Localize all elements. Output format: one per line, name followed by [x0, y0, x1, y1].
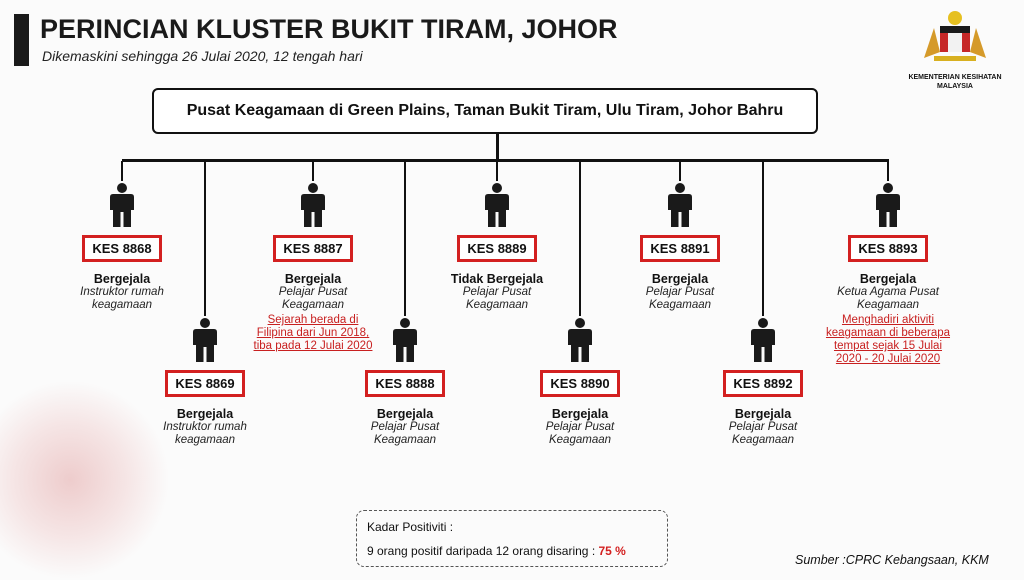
person-icon [110, 183, 134, 227]
connector [404, 161, 406, 316]
case-id: KES 8888 [365, 370, 445, 397]
case-status: Bergejala [651, 272, 709, 286]
person-icon [301, 183, 325, 227]
source-credit: Sumber :CPRC Kebangsaan, KKM [795, 553, 989, 567]
case-id: KES 8869 [165, 370, 245, 397]
case-status: Bergejala [93, 272, 151, 286]
case-id: KES 8889 [457, 235, 537, 262]
case-node: KES 8888 Bergejala Pelajar Pusat Keagama… [320, 318, 490, 447]
page-subtitle: Dikemaskini sehingga 26 Julai 2020, 12 t… [42, 48, 363, 64]
virus-decoration [0, 380, 170, 580]
cluster-source-label: Pusat Keagamaan di Green Plains, Taman B… [186, 102, 784, 119]
person-icon [751, 318, 775, 362]
case-status: Bergejala [376, 407, 434, 421]
title-accent-bar [14, 14, 29, 66]
case-status: Bergejala [551, 407, 609, 421]
case-status: Bergejala [176, 407, 234, 421]
case-node: KES 8889 Tidak Bergejala Pelajar Pusat K… [412, 183, 582, 312]
connector [679, 161, 681, 181]
connector [204, 161, 206, 316]
person-icon [393, 318, 417, 362]
case-node: KES 8892 Bergejala Pelajar Pusat Keagama… [678, 318, 848, 447]
connector [762, 161, 764, 316]
case-role: Pelajar Pusat Keagamaan [728, 421, 798, 446]
case-role: Pelajar Pusat Keagamaan [278, 286, 348, 311]
positivity-label: Kadar Positiviti : [367, 520, 454, 534]
case-id: KES 8887 [273, 235, 353, 262]
case-role: Instruktor rumah keagamaan [80, 286, 164, 311]
case-id: KES 8891 [640, 235, 720, 262]
case-role: Pelajar Pusat Keagamaan [370, 421, 440, 446]
positivity-box: Kadar Positiviti : 9 orang positif darip… [356, 510, 668, 567]
coat-of-arms-icon [924, 11, 986, 61]
person-icon [485, 183, 509, 227]
person-icon [568, 318, 592, 362]
case-id: KES 8893 [848, 235, 928, 262]
case-status: Bergejala [859, 272, 917, 286]
ministry-name: KEMENTERIAN KESIHATAN MALAYSIA [908, 74, 1002, 90]
connector [312, 161, 314, 181]
person-icon [668, 183, 692, 227]
case-role: Instruktor rumah keagamaan [163, 421, 247, 446]
case-role: Pelajar Pusat Keagamaan [462, 286, 532, 311]
case-node: KES 8887 Bergejala Pelajar Pusat Keagama… [228, 183, 398, 353]
connector [496, 133, 499, 161]
case-note: Menghadiri aktiviti keagamaan di beberap… [825, 314, 951, 365]
case-id: KES 8868 [82, 235, 162, 262]
connector [122, 159, 889, 162]
case-role: Ketua Agama Pusat Keagamaan [837, 286, 939, 311]
case-role: Pelajar Pusat Keagamaan [545, 421, 615, 446]
page-title: PERINCIAN KLUSTER BUKIT TIRAM, JOHOR [40, 14, 618, 44]
case-node: KES 8869 Bergejala Instruktor rumah keag… [120, 318, 290, 447]
case-note: Sejarah berada di Filipina dari Jun 2018… [253, 314, 373, 352]
connector [496, 161, 498, 181]
case-role: Pelajar Pusat Keagamaan [645, 286, 715, 311]
case-node: KES 8893 Bergejala Ketua Agama Pusat Kea… [803, 183, 973, 366]
case-status: Bergejala [284, 272, 342, 286]
case-status: Bergejala [734, 407, 792, 421]
connector [579, 161, 581, 316]
connector [121, 161, 123, 181]
case-node: KES 8890 Bergejala Pelajar Pusat Keagama… [495, 318, 665, 447]
case-node: KES 8891 Bergejala Pelajar Pusat Keagama… [595, 183, 765, 312]
person-icon [876, 183, 900, 227]
connector [887, 161, 889, 181]
person-icon [193, 318, 217, 362]
ministry-logo: KEMENTERIAN KESIHATAN MALAYSIA [905, 8, 1005, 91]
positivity-text: 9 orang positif daripada 12 orang disari… [367, 544, 596, 558]
case-id: KES 8890 [540, 370, 620, 397]
case-node: KES 8868 Bergejala Instruktor rumah keag… [37, 183, 207, 312]
case-status: Tidak Bergejala [450, 272, 544, 286]
case-id: KES 8892 [723, 370, 803, 397]
cluster-source-box: Pusat Keagamaan di Green Plains, Taman B… [152, 88, 818, 134]
positivity-value: 75 % [598, 544, 626, 558]
